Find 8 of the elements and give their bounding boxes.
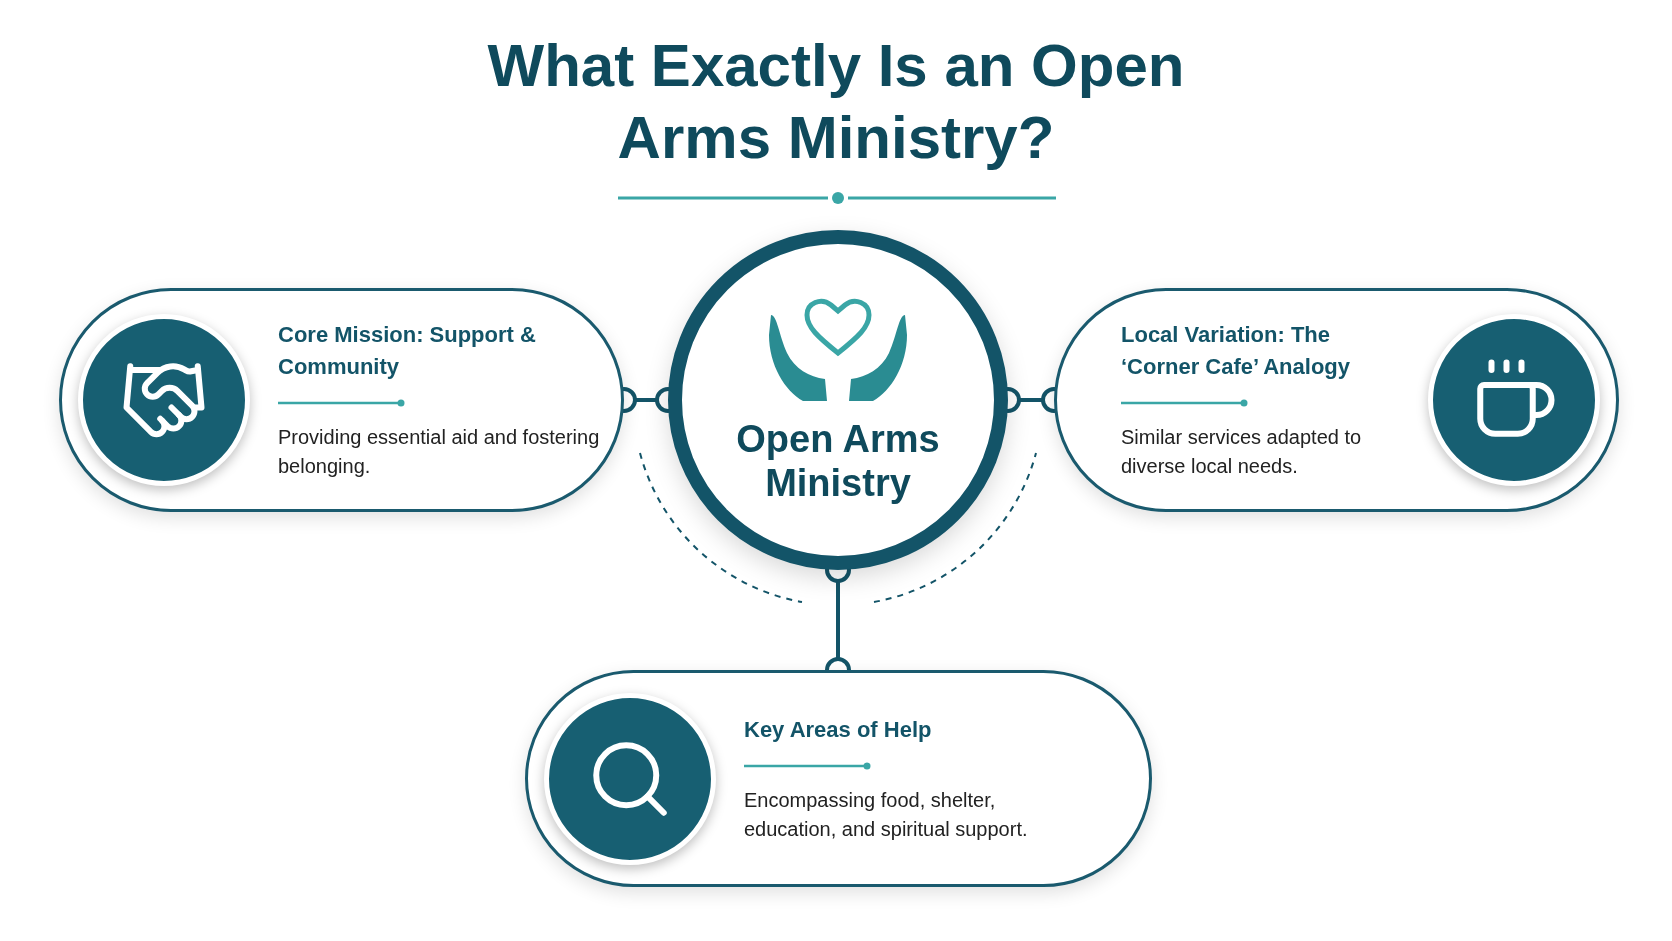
- center-title: Open Arms Ministry: [735, 417, 941, 505]
- card-heading: Core Mission: Support & Community: [278, 321, 537, 381]
- card-description: Encompassing food, shelter, education, and spiritual support.: [744, 787, 1029, 842]
- title: What Exactly Is an Open Arms Ministry?: [486, 31, 1186, 173]
- card-description: Providing essential aid and fostering belonging.: [278, 425, 601, 479]
- card-heading: Local Variation: The ‘Corner Cafe’ Analogy: [1121, 321, 1351, 381]
- card-heading: Key Areas of Help: [744, 715, 933, 744]
- card-description: Similar services adapted to diverse local needs.: [1121, 425, 1363, 479]
